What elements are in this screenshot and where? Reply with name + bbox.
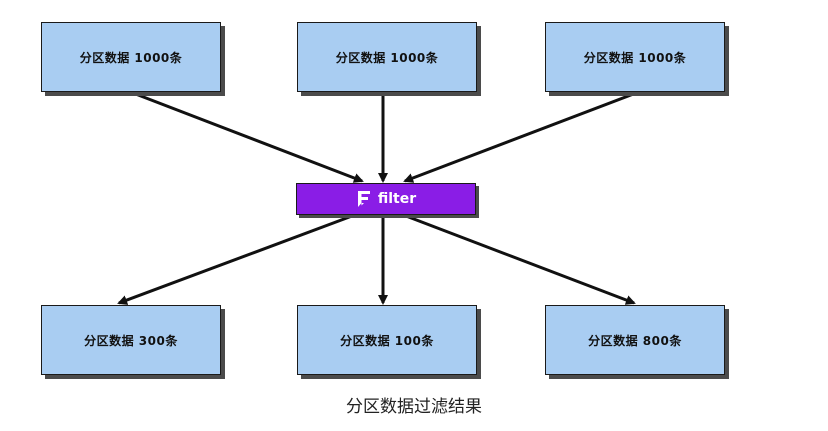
diagram-caption: 分区数据过滤结果 (346, 397, 482, 417)
filter-label: filter (377, 191, 417, 207)
source-partition-label-3: 分区数据 1000条 (583, 50, 687, 65)
arrow-source-3-to-filter (403, 91, 637, 183)
filter-logo-icon (356, 190, 372, 208)
source-partition-box-1: 分区数据 1000条 (41, 22, 221, 92)
result-partition-label-3: 分区数据 800条 (588, 333, 682, 348)
result-partition-label-1: 分区数据 300条 (84, 333, 178, 348)
arrow-filter-to-result-1 (117, 214, 353, 305)
result-partition-box-1: 分区数据 300条 (41, 305, 221, 375)
source-partition-box-2: 分区数据 1000条 (297, 22, 477, 92)
result-partition-label-2: 分区数据 100条 (340, 333, 434, 348)
arrow-filter-to-result-3 (405, 214, 636, 305)
source-partition-box-3: 分区数据 1000条 (545, 22, 725, 92)
result-partition-box-3: 分区数据 800条 (545, 305, 725, 375)
source-partition-label-2: 分区数据 1000条 (335, 50, 439, 65)
filter-node: filter (296, 183, 476, 215)
arrow-source-1-to-filter (132, 91, 364, 183)
source-partition-label-1: 分区数据 1000条 (79, 50, 183, 65)
result-partition-box-2: 分区数据 100条 (297, 305, 477, 375)
